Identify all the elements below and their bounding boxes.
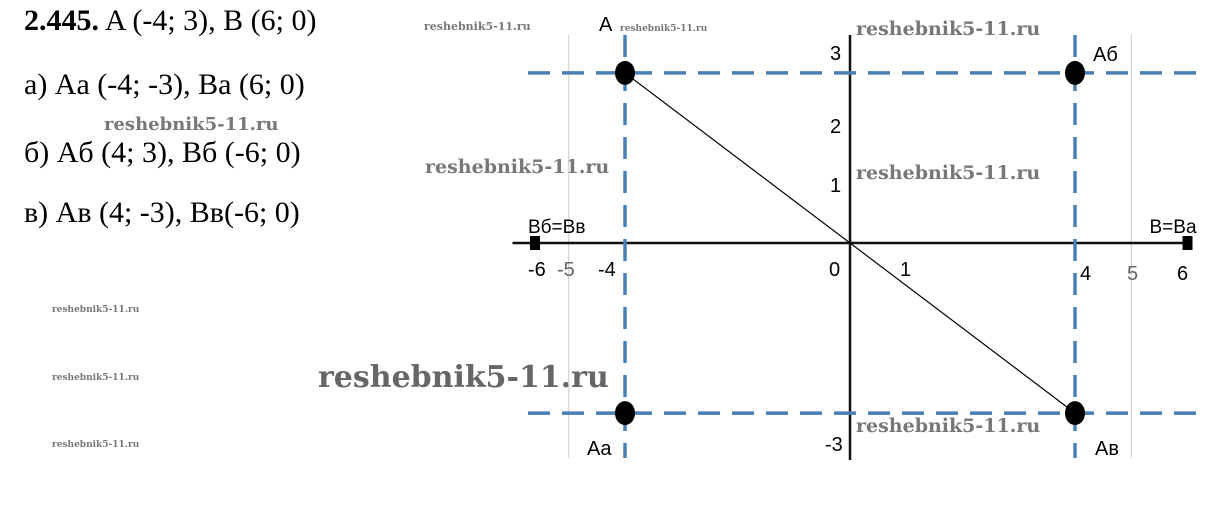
point-label: Aa bbox=[587, 438, 612, 460]
problem-statement: 2.445. A (-4; 3), B (6; 0) bbox=[24, 4, 317, 38]
endpoint-marker bbox=[1182, 236, 1193, 250]
watermark: reshebnik5-11.ru bbox=[856, 18, 1041, 40]
watermark: reshebnik5-11.ru bbox=[424, 20, 531, 33]
x-tick-label: 1 bbox=[900, 259, 911, 281]
x-tick-label: -6 bbox=[528, 259, 546, 281]
watermark: reshebnik5-11.ru bbox=[104, 114, 279, 135]
problem-number: 2.445. bbox=[24, 4, 99, 37]
y-tick-label: 1 bbox=[830, 175, 841, 197]
endpoint-marker bbox=[530, 236, 540, 250]
x-tick-label: -4 bbox=[598, 259, 616, 281]
point-Aв bbox=[1065, 401, 1085, 426]
y-tick-label: -3 bbox=[825, 434, 843, 456]
x-tick-label: -5 bbox=[557, 259, 575, 281]
answer-v: в) Aв (4; -3), Bв(-6; 0) bbox=[24, 196, 300, 229]
watermark: reshebnik5-11.ru bbox=[425, 156, 610, 178]
point-Aб bbox=[1065, 60, 1085, 85]
x-tick-label: 4 bbox=[1080, 263, 1091, 285]
x-tick-label: 6 bbox=[1177, 263, 1188, 285]
given-points: A (-4; 3), B (6; 0) bbox=[104, 4, 317, 37]
y-tick-label: 3 bbox=[830, 43, 841, 65]
answer-b: б) Aб (4; 3), Bб (-6; 0) bbox=[24, 136, 301, 169]
point-A bbox=[615, 60, 635, 85]
watermark: reshebnik5-11.ru bbox=[52, 440, 140, 450]
point-Aa bbox=[615, 401, 635, 426]
answer-a: а) Aa (-4; -3), Ba (6; 0) bbox=[24, 68, 305, 101]
point-label: Aв bbox=[1095, 438, 1119, 460]
endpoint-label: Bб=Bв bbox=[528, 217, 585, 238]
y-tick-label: 2 bbox=[830, 116, 841, 138]
point-label: A bbox=[599, 14, 613, 36]
watermark: reshebnik5-11.ru bbox=[856, 415, 1041, 437]
watermark: reshebnik5-11.ru bbox=[52, 305, 140, 315]
watermark: reshebnik5-11.ru bbox=[52, 373, 140, 383]
watermark: reshebnik5-11.ru bbox=[856, 162, 1041, 184]
watermark: reshebnik5-11.ru bbox=[318, 360, 609, 395]
point-label: Aб bbox=[1093, 44, 1118, 66]
segment-line bbox=[624, 72, 1076, 414]
x-tick-label: 5 bbox=[1127, 263, 1138, 285]
endpoint-label: B=Ba bbox=[1150, 217, 1197, 238]
x-tick-label: 0 bbox=[829, 259, 840, 281]
watermark: reshebnik5-11.ru bbox=[620, 24, 708, 34]
